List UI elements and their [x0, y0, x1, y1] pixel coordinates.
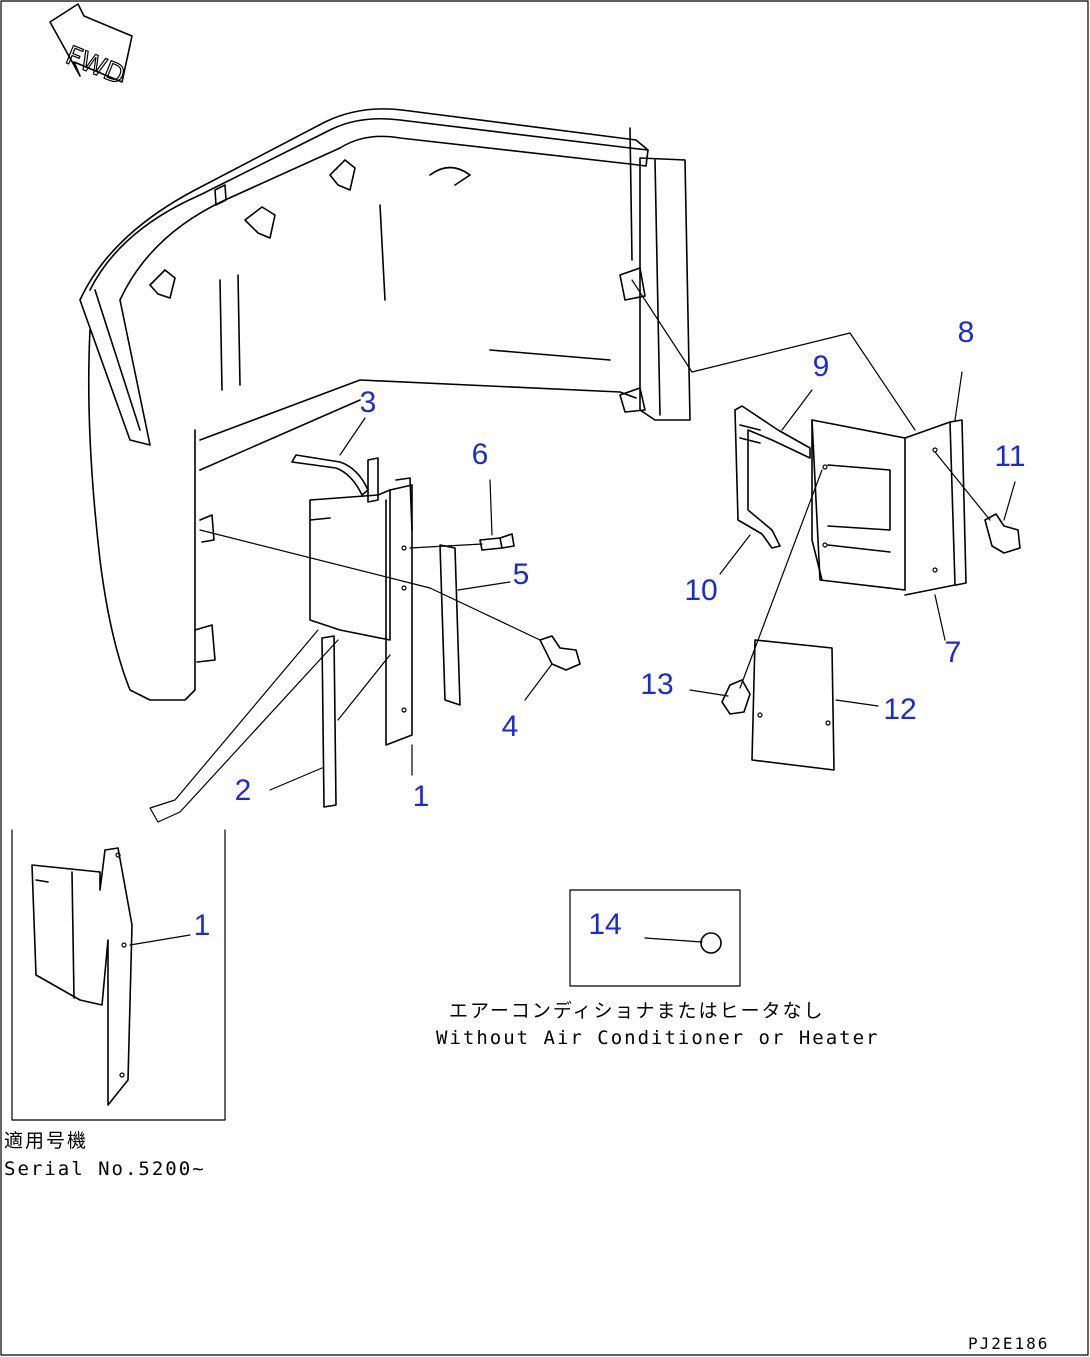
- leader-3: [339, 417, 366, 456]
- callout-8: 8: [958, 316, 975, 349]
- leader-9: [781, 389, 813, 431]
- callout-5: 5: [513, 558, 530, 591]
- part-4-bolt: [199, 529, 581, 701]
- note-no-aircon-en: Without Air Conditioner or Heater: [436, 1027, 880, 1049]
- leader-2: [269, 767, 323, 791]
- leader-frame-1: [337, 654, 391, 721]
- note-serial-en: Serial No.5200~: [4, 1158, 206, 1180]
- leader-10: [719, 534, 751, 575]
- leader-frame-right: [631, 279, 916, 431]
- fwd-label: FWD: [61, 41, 129, 92]
- note-serial-jp: 適用号機: [4, 1130, 88, 1152]
- callout-4: 4: [502, 710, 519, 743]
- part-6-screw: [409, 479, 515, 551]
- fwd-arrow-icon: FWD: [49, 3, 133, 92]
- part-11-bolt: [934, 451, 1021, 554]
- part-1-panel: [309, 477, 413, 746]
- part-7-8-panel: [811, 419, 967, 596]
- callout-1: 1: [413, 780, 430, 813]
- callout-14: 14: [588, 908, 621, 941]
- callout-3: 3: [360, 386, 377, 419]
- callout-1-inset: 1: [194, 909, 211, 942]
- inset-arrow: [149, 629, 339, 823]
- leader-8: [954, 371, 963, 421]
- callout-7: 7: [945, 636, 962, 669]
- part-3-strip: [291, 454, 379, 503]
- callout-2: 2: [235, 774, 252, 807]
- note-no-aircon-jp: エアーコンディショナまたはヒータなし: [449, 1000, 825, 1022]
- callout-11: 11: [994, 440, 1025, 473]
- part-14-box: [569, 889, 741, 987]
- callout-10: 10: [684, 574, 717, 607]
- part-9-10-panel: [734, 405, 811, 549]
- callout-9: 9: [813, 350, 830, 383]
- callout-13: 13: [640, 668, 673, 701]
- part-5-strip: [439, 544, 461, 706]
- part-12-plate: [751, 639, 879, 771]
- callout-12: 12: [883, 693, 916, 726]
- part-13-clip: [689, 469, 823, 715]
- leader-7: [934, 594, 946, 641]
- leader-5: [457, 581, 511, 591]
- cab-frame: [79, 108, 691, 701]
- part-2-strip: [321, 635, 337, 808]
- drawing-id: PJ2E186: [968, 1334, 1049, 1353]
- serial-inset: [11, 829, 226, 1121]
- callout-6: 6: [472, 438, 489, 471]
